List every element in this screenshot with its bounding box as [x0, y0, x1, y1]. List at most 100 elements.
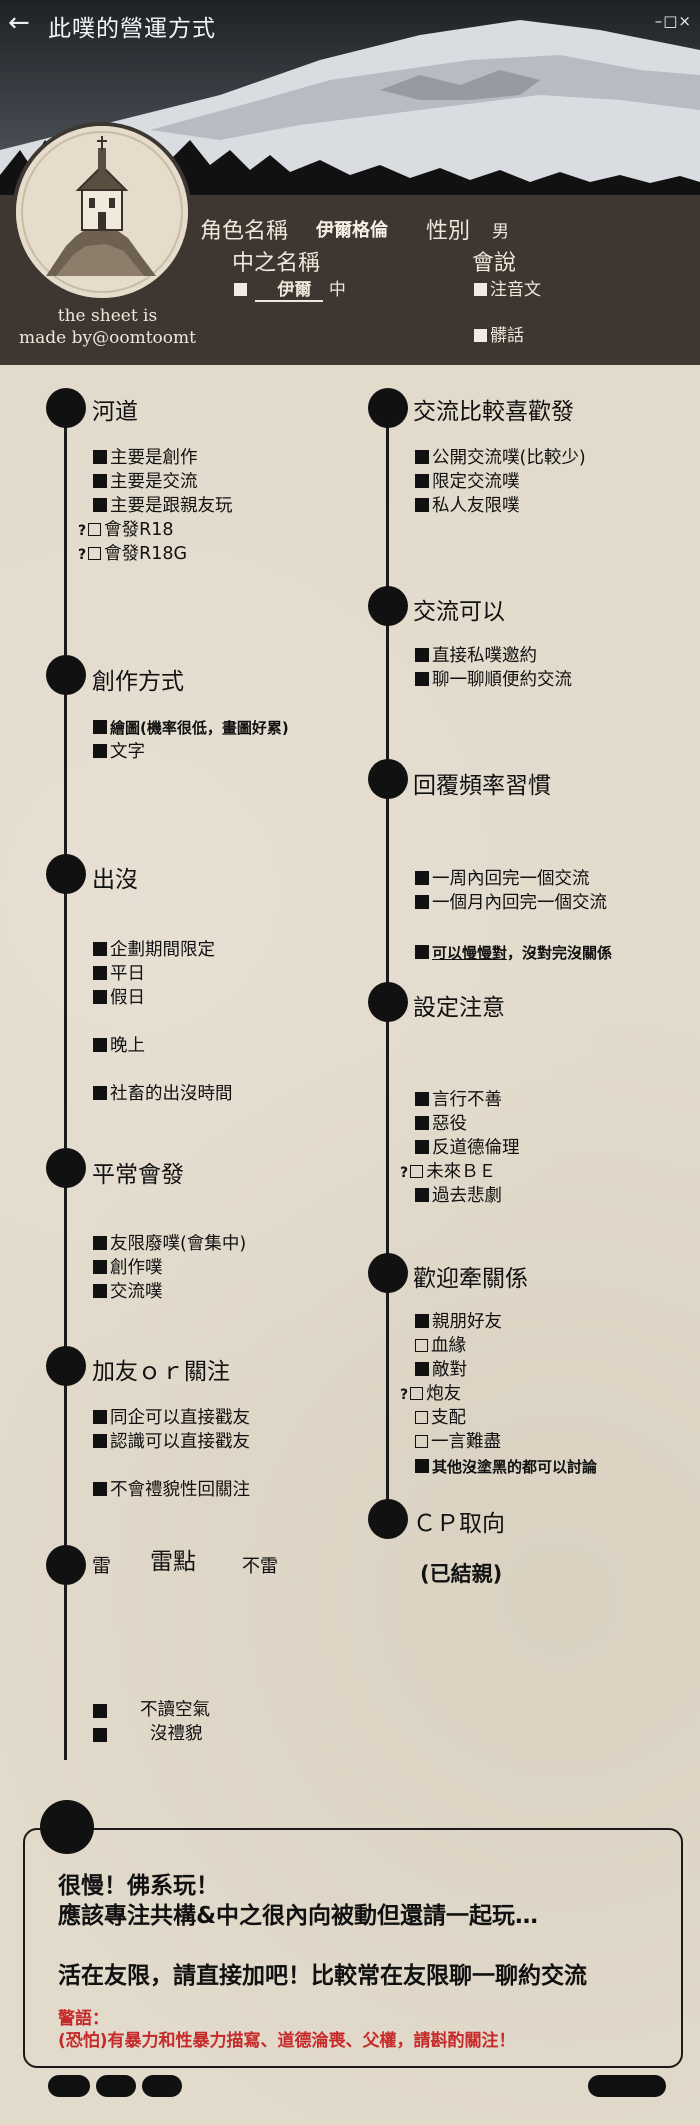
question-icon: ? [78, 523, 87, 539]
list-item: 認識可以直接戳友 [93, 1430, 250, 1454]
question-icon: ? [400, 1165, 409, 1181]
checkbox-empty-icon [410, 1165, 424, 1178]
checkbox-filled-icon [415, 1092, 429, 1106]
checkbox-filled-icon [415, 450, 429, 464]
list-item: 血緣 [415, 1334, 466, 1358]
timeline-dot [368, 759, 408, 799]
checkbox-empty-icon [410, 1387, 424, 1400]
checkbox-filled-icon [415, 648, 429, 662]
checkbox-filled-icon [93, 1728, 107, 1742]
checkbox-icon[interactable] [474, 329, 487, 342]
checkbox-filled-icon [415, 945, 429, 959]
section-title-creation: 創作方式 [92, 669, 184, 695]
checkbox-filled-icon [93, 1410, 107, 1424]
speaks-option[interactable]: 注音文 [474, 275, 541, 300]
list-item: 友限廢噗(會集中) [93, 1232, 246, 1256]
cn-name-label: 中之名稱 [232, 251, 321, 276]
checkbox-filled-icon [93, 990, 107, 1004]
list-item: 假日 [93, 986, 145, 1010]
list-item: 可以慢慢對，沒對完沒關係 [415, 941, 612, 965]
speaks-option[interactable]: 髒話 [474, 321, 524, 346]
cn-name-row: 伊爾 中 [234, 275, 346, 302]
list-item: 私人友限噗 [415, 494, 520, 518]
message-line: 活在友限，請直接加吧！比較常在友限聊一聊約交流 [58, 1963, 587, 1989]
timeline-dot [368, 982, 408, 1022]
page-indicator[interactable] [142, 2075, 182, 2097]
warning-text: (恐怕)有暴力和性暴力描寫、道德淪喪、父權，請斟酌關注！ [58, 2031, 516, 2051]
list-item: 直接私噗邀約 [415, 644, 537, 668]
list-item: 晚上 [93, 1034, 145, 1058]
timeline-dot [368, 1253, 408, 1293]
list-item: 主要是交流 [93, 470, 198, 494]
gender-value: 男 [492, 222, 509, 242]
list-item [93, 1724, 110, 1748]
section-title-appear: 出沒 [92, 867, 138, 893]
avatar [12, 122, 192, 302]
checkbox-filled-icon [415, 895, 429, 909]
checkbox-filled-icon [415, 1459, 429, 1473]
checkbox-filled-icon [93, 942, 107, 956]
checkbox-filled-icon [93, 1284, 107, 1298]
timeline-line-left [64, 410, 67, 1760]
list-item: 平日 [93, 962, 145, 986]
title-bar: ← 此噗的營運方式 –□× [0, 0, 700, 44]
window-controls[interactable]: –□× [654, 12, 692, 30]
page-indicator[interactable] [96, 2075, 136, 2097]
checkbox-filled-icon [415, 1362, 429, 1376]
list-item: 創作噗 [93, 1256, 163, 1280]
checkbox-filled-icon [93, 1260, 107, 1274]
timeline-dot [46, 1346, 86, 1386]
timeline-dot [368, 1499, 408, 1539]
checkbox-filled-icon [415, 1314, 429, 1328]
checkbox-filled-icon [415, 672, 429, 686]
checkbox-icon[interactable] [474, 283, 487, 296]
checkbox-filled-icon [93, 1704, 107, 1718]
section-title-usual: 平常會發 [92, 1162, 184, 1188]
section-title-ok: 交流可以 [413, 599, 505, 625]
list-item: 惡役 [415, 1112, 467, 1136]
checkbox-icon[interactable] [234, 283, 247, 296]
column-mine: 雷點 [150, 1549, 196, 1575]
checkbox-filled-icon [93, 744, 107, 758]
list-item: 親朋好友 [415, 1310, 502, 1334]
content-paper [0, 365, 700, 2125]
list-item: 不會禮貌性回關注 [93, 1478, 250, 1502]
timeline-dot [46, 1148, 86, 1188]
list-item: 交流噗 [93, 1280, 163, 1304]
next-button[interactable] [588, 2075, 666, 2097]
message-line: 很慢！佛系玩！ [58, 1873, 219, 1899]
list-item: 企劃期間限定 [93, 938, 215, 962]
sheet-credit: the sheet is made by@oomtoomt [19, 306, 196, 348]
page-indicator[interactable] [48, 2075, 90, 2097]
checkbox-filled-icon [93, 966, 107, 980]
cn-suffix: 中 [328, 280, 346, 300]
list-item: 過去悲劇 [415, 1184, 502, 1208]
checkbox-filled-icon [93, 720, 107, 734]
checkbox-empty-icon [88, 523, 102, 536]
section-title-mine: 雷 [92, 1555, 112, 1577]
checkbox-filled-icon [93, 474, 107, 488]
section-title-reply: 回覆頻率習慣 [413, 773, 551, 799]
checkbox-filled-icon [93, 1434, 107, 1448]
list-item: 支配 [415, 1406, 466, 1430]
section-title-setting: 設定注意 [413, 995, 505, 1021]
arrow-left-icon[interactable]: ← [8, 8, 30, 38]
list-item: 一個月內回完一個交流 [415, 891, 607, 915]
timeline-dot [46, 854, 86, 894]
checkbox-filled-icon [415, 871, 429, 885]
timeline-dot [368, 586, 408, 626]
list-item: 言行不善 [415, 1088, 502, 1112]
app-title: 此噗的營運方式 [48, 16, 216, 42]
message-box [23, 1828, 683, 2068]
checkbox-empty-icon [415, 1339, 428, 1352]
checkbox-empty-icon [415, 1411, 428, 1424]
timeline-dot [368, 388, 408, 428]
cp-value: (已結親) [420, 1562, 503, 1586]
checkbox-filled-icon [93, 498, 107, 512]
checkbox-filled-icon [415, 474, 429, 488]
timeline-dot [46, 655, 86, 695]
checkbox-filled-icon [415, 498, 429, 512]
checkbox-filled-icon [93, 1482, 107, 1496]
checkbox-empty-icon [88, 547, 102, 560]
list-item: 一言難盡 [415, 1430, 501, 1454]
